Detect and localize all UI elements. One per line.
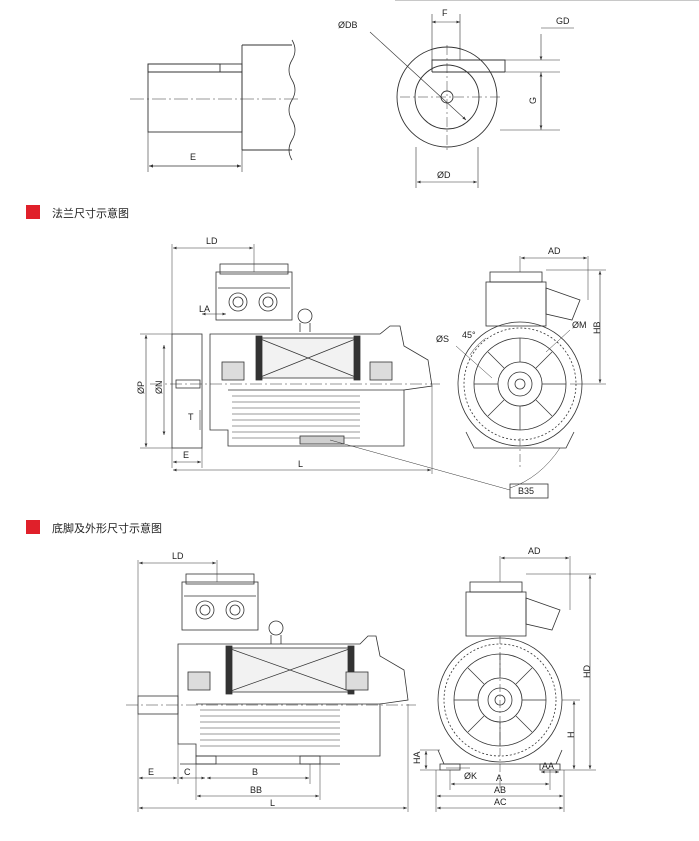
dim-label-angle: 45° [462,330,476,340]
b35-tag [509,483,549,499]
end-junction-box [485,281,547,327]
shaft-end-view [369,14,574,188]
flange-motor-end-view [455,256,606,499]
dim-label-b: B [252,767,258,777]
housing-outline [241,44,292,151]
dim-label-e-flange: E [183,450,189,460]
section-title-foot: 底脚及外形尺寸示意图 [52,522,162,535]
dim-label-gd: GD [556,16,570,26]
dim-label-om: ØM [572,320,587,330]
dim-label-c: C [184,767,191,777]
dim-label-ok: ØK [464,771,477,781]
section-marker-foot [26,520,40,534]
dim-label-od: ØD [437,170,451,180]
flange-plate [171,333,203,449]
dim-label-ld-flange: LD [206,236,218,246]
dim-label-ha: HA [412,751,422,764]
dim-label-g: G [528,97,538,104]
top-rule [395,0,699,1]
dim-label-a: A [496,773,502,783]
shaft-side-view [130,39,300,172]
dim-label-odb: ØDB [338,20,358,30]
dim-label-ad-flange: AD [548,246,561,256]
flange-motor-side-view [140,244,511,491]
dim-label-h: H [566,732,576,739]
dim-label-aa: AA [542,761,554,771]
dim-label-on: ØN [154,381,164,395]
section-marker-flange [26,205,40,219]
dim-label-op: ØP [136,381,146,394]
foot-end-junction-box [465,591,527,637]
shaft-body [147,63,243,133]
dim-label-ld-foot: LD [172,551,184,561]
break-line [288,39,296,161]
dim-label-hd: HD [582,665,592,678]
section-title-flange: 法兰尺寸示意图 [52,207,129,220]
dim-label-l-foot: L [270,798,275,808]
dim-label-l-flange: L [298,459,303,469]
junction-box [215,271,293,321]
dim-label-la: LA [199,304,210,314]
dim-label-ac: AC [494,797,507,807]
dim-label-b35: B35 [518,486,534,496]
dim-label-os: ØS [436,334,449,344]
foot-motor-body [177,635,409,757]
dim-label-t: T [188,412,194,422]
foot-motor-side-view [126,560,416,812]
foot-junction-box [181,581,259,631]
dim-label-f: F [442,8,448,18]
dim-label-bb: BB [250,785,262,795]
dim-label-e-shaft: E [190,152,196,162]
dim-label-ab: AB [494,785,506,795]
foot-motor-end-view [420,556,596,812]
dim-label-hb: HB [592,321,602,334]
dim-label-e-foot: E [148,767,154,777]
dim-label-ad-foot: AD [528,546,541,556]
